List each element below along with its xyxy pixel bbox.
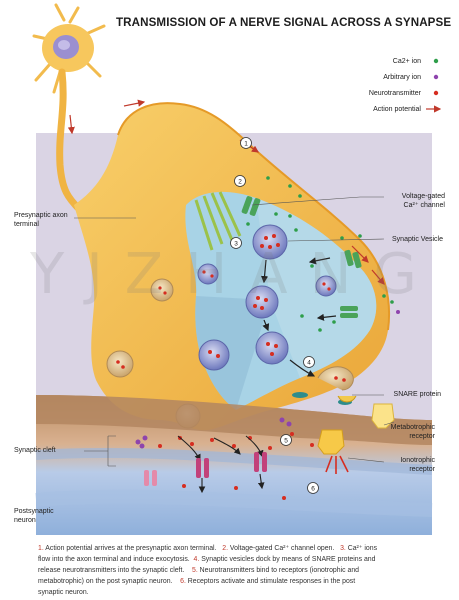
label-synaptic-cleft: Synaptic cleft [14,447,56,454]
step-markers [230,137,319,494]
voltage-gated-channel [194,191,362,318]
legend-neurotransmitter-label: Neurotransmitter [368,90,421,97]
caption-line-4: metabotrophic) on the post synaptic neur… [38,578,356,585]
page-title: TRANSMISSION OF A NERVE SIGNAL ACROSS A … [116,16,452,29]
step-3: 3 [234,241,238,248]
legend-action-potential-label: Action potential [373,106,421,113]
step-4: 4 [307,360,311,367]
step-6: 6 [311,486,315,493]
snare-protein [292,392,357,405]
legend-arbitrary-dot [433,74,439,80]
step-5: 5 [284,438,288,445]
step-1: 1 [244,141,248,148]
caption-line-2: flow into the axon terminal and induce e… [38,556,376,563]
neuron-cell-body [32,3,106,94]
ionotropic-receptors [144,452,267,486]
postsynaptic-membrane [35,447,433,475]
caption-line-5: synaptic neuron. [38,589,89,596]
step-2: 2 [238,179,242,186]
legend-arbitrary-label: Arbitrary ion [383,74,421,81]
axon [56,68,84,214]
legend-ca-dot [433,58,439,64]
label-synaptic-vesicle: Synaptic Vesicle [392,236,443,243]
caption-line-3: release neurotransmitters into the synap… [38,567,359,574]
caption-line-1: 1. Action potential arrives at the presy… [38,545,378,552]
label-snare-protein: SNARE protein [393,391,441,398]
metabotropic-receptor [317,403,395,474]
legend-ca-label: Ca2+ ion [392,58,421,65]
legend-neurotransmitter-dot [433,90,439,96]
